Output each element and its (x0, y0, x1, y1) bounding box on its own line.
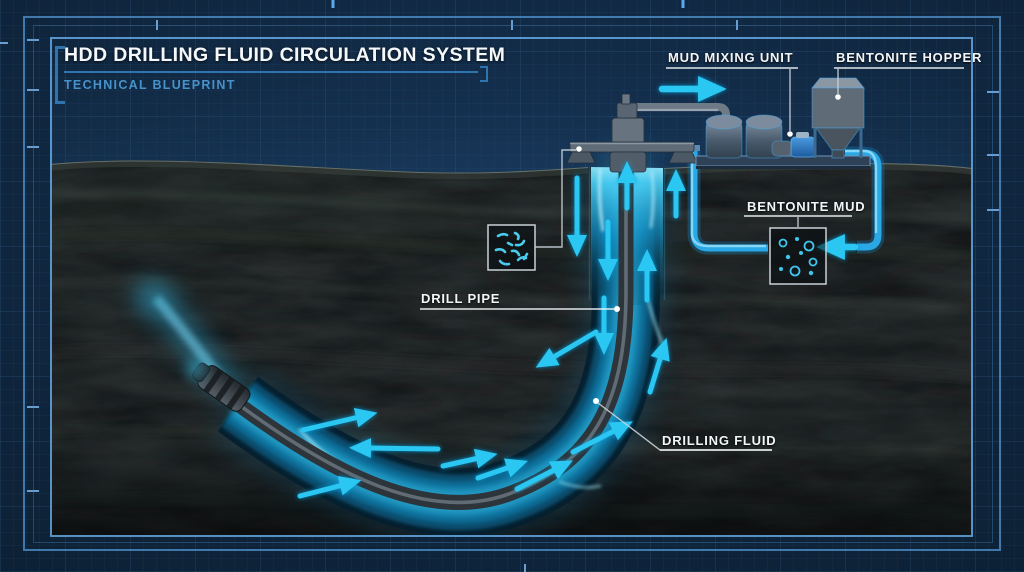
mud-tanks (705, 114, 783, 159)
rig-collar (609, 151, 647, 173)
mud-pump (771, 132, 816, 158)
leader-dot (576, 146, 582, 152)
rig-stack-neck (616, 102, 638, 119)
label-mud-mixing-unit: MUD MIXING UNIT (668, 50, 793, 65)
diagram-labels: MUD MIXING UNIT BENTONITE HOPPER BENTONI… (421, 50, 982, 448)
drill-bit (186, 358, 251, 412)
leader-dot (835, 94, 841, 100)
title-rule (64, 66, 488, 82)
title-rule-end-bracket-icon (480, 66, 488, 82)
rig-foot-right (668, 151, 698, 164)
bentonite-mud-sample-box (769, 227, 827, 285)
page-title: HDD DRILLING FLUID CIRCULATION SYSTEM (64, 44, 506, 66)
leader-dot (614, 306, 620, 312)
label-drilling-fluid: DRILLING FLUID (662, 433, 776, 448)
flow-arrow (475, 458, 528, 481)
flow-arrow (300, 407, 378, 433)
flow-arrow (440, 448, 498, 469)
title-block: HDD DRILLING FLUID CIRCULATION SYSTEM TE… (55, 44, 506, 104)
label-drill-pipe: DRILL PIPE (421, 291, 500, 306)
blueprint-marks (0, 0, 999, 572)
cuttings-particles-icon (494, 231, 529, 266)
flow-arrow (535, 329, 599, 368)
flow-arrow (297, 476, 362, 499)
leader-dot (593, 398, 599, 404)
mud-circulation-pipe (687, 145, 885, 255)
page-subtitle: TECHNICAL BLUEPRINT (64, 78, 236, 92)
rig-foot-left (566, 151, 596, 164)
drill-pipe-highlight (236, 156, 628, 505)
title-bracket-icon (55, 46, 65, 104)
leader-lines (420, 67, 964, 451)
leader-line-cuttings (535, 149, 576, 248)
mud-mixing-unit-equipment (695, 114, 871, 169)
leader-dot (787, 131, 793, 137)
drill-pipe-visual (233, 156, 634, 510)
rig-stack-top (621, 93, 631, 105)
hopper-spout (831, 149, 845, 159)
equipment-skid-shadow (696, 166, 870, 169)
flow-arrows (297, 76, 859, 499)
cuttings-sample-box (487, 224, 536, 271)
label-bentonite-hopper: BENTONITE HOPPER (836, 50, 982, 65)
flow-arrow (647, 337, 670, 395)
label-bentonite-mud: BENTONITE MUD (747, 199, 866, 214)
flow-arrow (570, 421, 633, 455)
bentonite-particles-icon (778, 237, 818, 277)
flow-arrow (514, 460, 573, 492)
flow-arrow (349, 438, 441, 459)
